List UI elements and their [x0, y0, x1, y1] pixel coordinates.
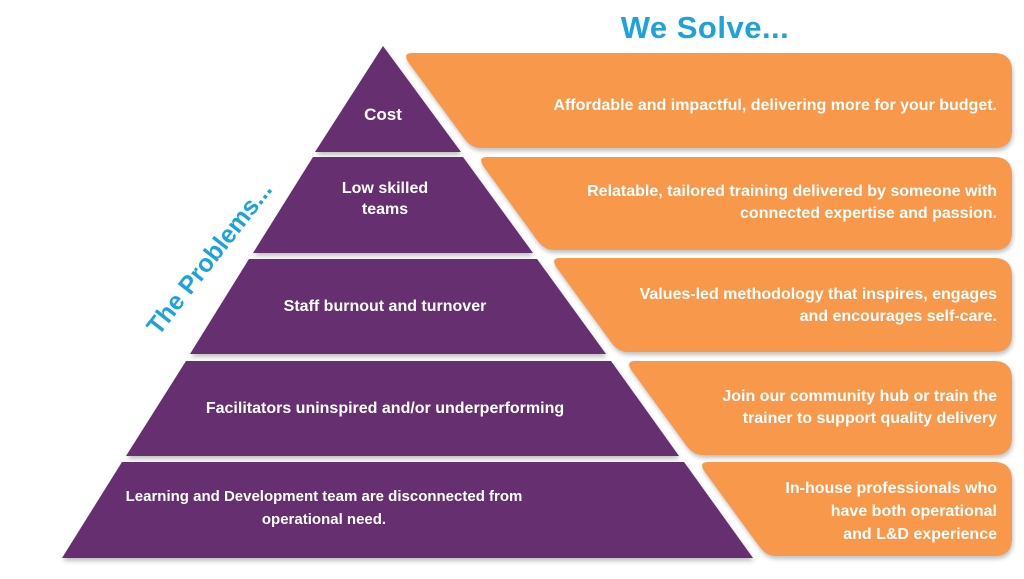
tier-label-line: Staff burnout and turnover	[283, 298, 487, 315]
tier-label-line: Facilitators uninspired and/or underperf…	[205, 400, 565, 417]
tier-label-cost: Cost	[323, 104, 443, 126]
solution-text-line: In-house professionals who	[785, 480, 997, 497]
pyramid-tier-3-shape	[190, 259, 606, 354]
heading-we-solve: We Solve...	[620, 10, 790, 45]
solution-boxes	[406, 53, 1012, 556]
solution-text-line: Relatable, tailored training delivered b…	[587, 183, 997, 200]
tier-label-staff-burnout: Staff burnout and turnover	[250, 297, 520, 318]
tier-label-low-skilled-teams: Low skilled teams	[318, 179, 452, 221]
solution-text-in-house: In-house professionals who have both ope…	[737, 477, 997, 547]
solution-text-values-led: Values-led methodology that inspires, en…	[557, 284, 997, 329]
pyramid-tier-1-shape	[315, 46, 461, 152]
solution-box-4-shape	[629, 361, 1012, 455]
solution-text-line: Values-led methodology that inspires, en…	[639, 286, 997, 303]
solution-text-line: trainer to support quality delivery	[742, 410, 997, 428]
pyramid-tier-5-shape	[62, 462, 753, 558]
solution-text-affordable: Affordable and impactful, delivering mor…	[437, 95, 997, 117]
solution-text-relatable: Relatable, tailored training delivered b…	[497, 181, 997, 226]
pyramid-tier-2-shape	[253, 157, 533, 253]
pyramid	[62, 46, 753, 558]
solution-box-3-shape	[554, 258, 1012, 352]
solution-box-5-shape	[702, 462, 1012, 556]
solution-text-line: connected expertise and passion.	[740, 205, 997, 223]
tier-label-line: Low skilled	[341, 180, 429, 197]
solution-text-line: Affordable and impactful, delivering mor…	[553, 97, 997, 114]
solution-text-line: and encourages self-care.	[799, 308, 997, 326]
solution-text-community-hub: Join our community hub or train the trai…	[637, 386, 997, 431]
solution-text-line: and L&D experience	[843, 526, 997, 544]
tier-label-line: operational need.	[261, 510, 387, 528]
solution-box-2-shape	[481, 157, 1012, 250]
tier-label-facilitators: Facilitators uninspired and/or underperf…	[165, 399, 605, 420]
tier-label-line: Cost	[364, 105, 402, 124]
tier-label-ld-disconnected: Learning and Development team are discon…	[94, 486, 554, 531]
solution-box-1-shape	[406, 53, 1012, 148]
tier-label-line: teams	[361, 200, 409, 218]
solution-text-line: have both operational	[830, 503, 997, 521]
tier-label-line: Learning and Development team are discon…	[125, 488, 523, 505]
pyramid-tier-4-shape	[126, 361, 679, 456]
solution-text-line: Join our community hub or train the	[722, 388, 997, 405]
